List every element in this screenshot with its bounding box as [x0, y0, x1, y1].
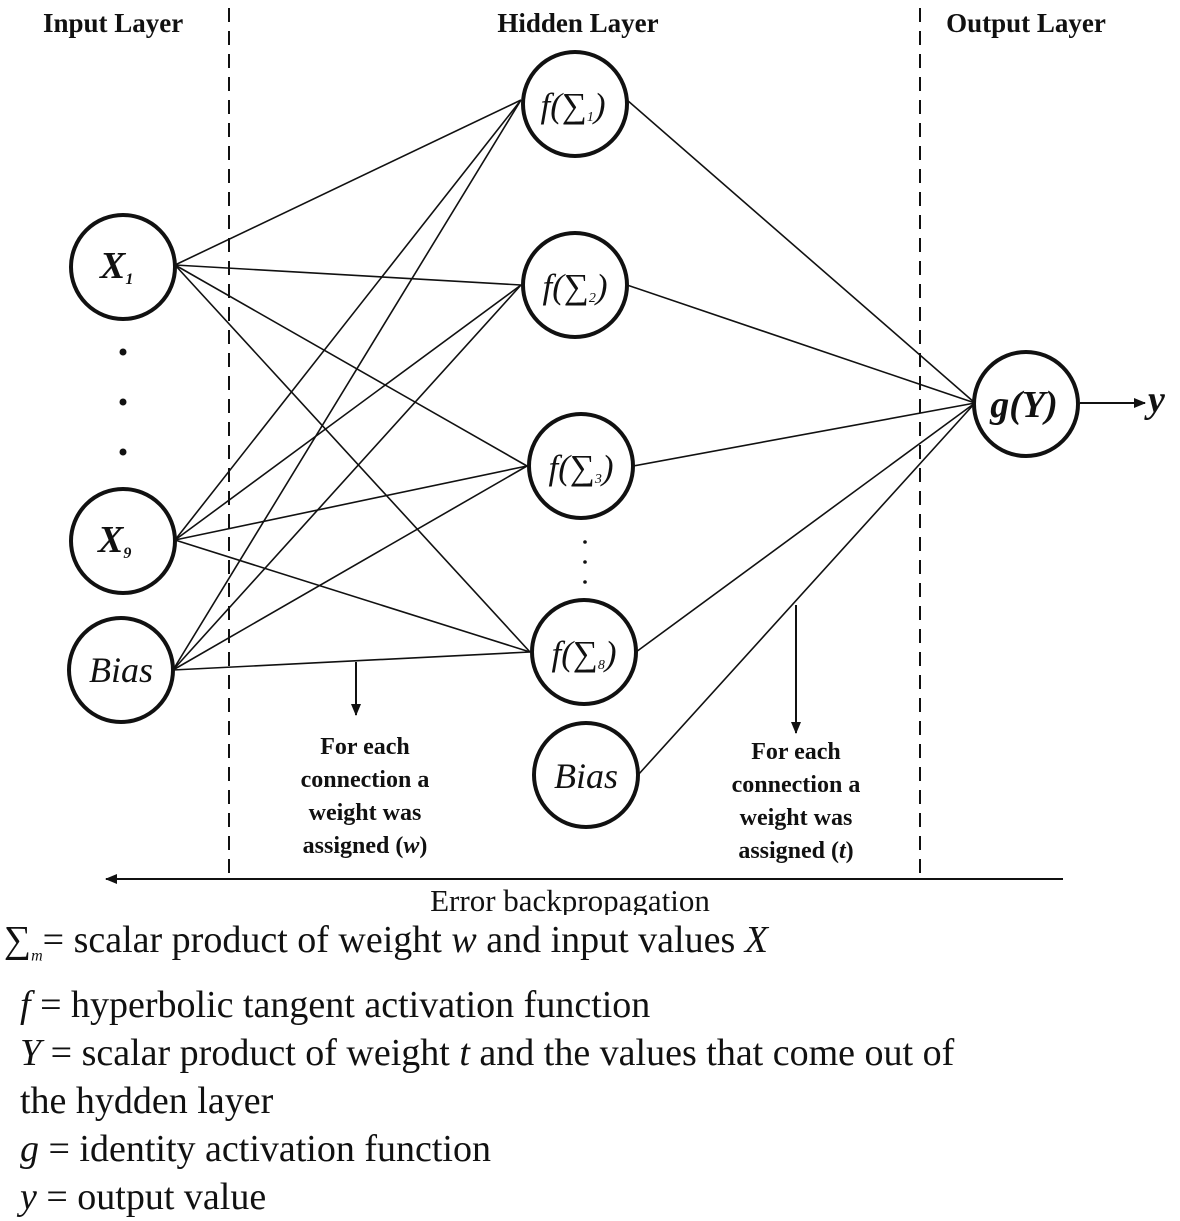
weight-w-note: For each connection a weight was assigne…	[301, 734, 430, 859]
hidden-layer-header: Hidden Layer	[497, 8, 658, 38]
h3-sigma: ∑	[570, 448, 595, 487]
x9-subscript: 9	[123, 545, 131, 562]
legend-sum-symbol: ∑	[4, 919, 32, 961]
hidden-node-2: f(∑2)	[521, 231, 629, 339]
h1-subscript: 1	[587, 110, 594, 125]
weight-t-note: For each connection a weight was assigne…	[732, 739, 861, 864]
svg-text:weight was: weight was	[740, 805, 853, 831]
input-node-x9: X9	[69, 487, 177, 595]
hidden-node-8: f(∑8)	[530, 598, 638, 706]
legend-Y-symbol: Y	[20, 1031, 42, 1074]
bias-input-label: Bias	[89, 650, 153, 690]
h2-suffix: )	[594, 267, 608, 306]
h8-suffix: )	[603, 634, 617, 673]
x1-subscript: 1	[125, 271, 133, 288]
input-node-x1: X1	[69, 213, 177, 321]
connection-hidden-2-output	[632, 402, 976, 467]
svg-text:assigned (t): assigned (t)	[738, 838, 853, 864]
svg-text:For each: For each	[751, 739, 841, 765]
h1-prefix: f(	[541, 86, 565, 125]
hidden-node-3: f(∑3)	[527, 412, 635, 520]
svg-text:X1: X1	[99, 245, 133, 288]
svg-text:connection a: connection a	[301, 767, 430, 793]
h1-suffix: )	[592, 86, 606, 125]
x9-symbol: X	[97, 519, 125, 561]
legend-line-y: y = output value	[20, 1175, 267, 1218]
connection-input-2-hidden-2	[172, 465, 528, 671]
input-layer-header: Input Layer	[43, 8, 183, 38]
connection-input-0-hidden-2	[174, 264, 528, 467]
legend-line-sum: ∑m= scalar product of weight w and input…	[4, 919, 768, 965]
connection-hidden-1-output	[626, 284, 976, 404]
legend-line-g: g = identity activation function	[20, 1127, 491, 1170]
legend-line-Y-cont: the hydden layer	[20, 1079, 274, 1122]
svg-text:weight was: weight was	[309, 800, 422, 826]
svg-text:f(∑3): f(∑3)	[549, 448, 614, 487]
legend-g-symbol: g	[20, 1127, 39, 1170]
svg-text:X9: X9	[97, 519, 131, 562]
legend-sum-subscript: m	[31, 947, 43, 965]
h2-sigma: ∑	[564, 267, 589, 306]
svg-text:assigned (w): assigned (w)	[303, 833, 428, 859]
h8-prefix: f(	[552, 634, 576, 673]
output-node: g(Y)	[972, 350, 1080, 458]
h3-prefix: f(	[549, 448, 573, 487]
connection-input-1-hidden-3	[174, 539, 531, 653]
ellipsis-dot	[119, 398, 127, 406]
connection-input-2-hidden-0	[172, 99, 522, 671]
legend-y-symbol: y	[20, 1175, 37, 1218]
hidden-node-bias: Bias	[532, 721, 640, 829]
h2-subscript: 2	[589, 291, 596, 306]
backprop-label: Error backpropagation	[430, 883, 710, 915]
legend-line-Y: Y = scalar product of weight t and the v…	[20, 1031, 955, 1074]
h2-prefix: f(	[543, 267, 567, 306]
connection-input-0-hidden-3	[174, 264, 531, 653]
legend: ∑m= scalar product of weight w and input…	[4, 916, 1174, 1221]
connections	[172, 99, 976, 776]
connection-input-0-hidden-1	[174, 264, 522, 286]
svg-text:connection a: connection a	[732, 772, 861, 798]
output-layer-header: Output Layer	[946, 8, 1106, 38]
ellipsis-dot	[583, 560, 587, 564]
connection-input-1-hidden-0	[174, 99, 522, 541]
legend-f-symbol: f	[20, 983, 31, 1026]
connection-input-2-hidden-3	[172, 651, 531, 671]
x1-symbol: X	[99, 245, 127, 287]
h8-subscript: 8	[598, 658, 605, 673]
neural-network-diagram: Input Layer Hidden Layer Output Layer X1…	[43, 8, 1165, 915]
connection-input-2-hidden-1	[172, 284, 522, 671]
svg-text:f(∑8): f(∑8)	[552, 634, 617, 673]
connection-input-0-hidden-0	[174, 99, 522, 266]
svg-text:f(∑2): f(∑2)	[543, 267, 608, 306]
svg-text:f(∑1): f(∑1)	[541, 86, 606, 125]
svg-text:For each: For each	[320, 734, 410, 760]
legend-line-f: f = hyperbolic tangent activation functi…	[20, 983, 651, 1026]
h3-suffix: )	[600, 448, 614, 487]
h8-sigma: ∑	[573, 634, 598, 673]
connection-input-1-hidden-1	[174, 284, 522, 541]
ellipsis-dot	[583, 580, 587, 584]
output-node-label: g(Y)	[989, 384, 1058, 426]
bias-hidden-label: Bias	[554, 756, 618, 796]
hidden-node-1: f(∑1)	[521, 50, 629, 158]
connection-input-1-hidden-2	[174, 465, 528, 541]
h3-subscript: 3	[594, 472, 602, 487]
ellipsis-dot	[119, 348, 127, 356]
input-node-bias: Bias	[67, 616, 175, 724]
output-y-label: y	[1144, 379, 1165, 421]
ellipsis-dot	[583, 540, 587, 544]
connection-hidden-4-output	[637, 402, 976, 776]
h1-sigma: ∑	[562, 86, 587, 125]
connection-hidden-0-output	[626, 99, 976, 404]
ellipsis-dot	[119, 448, 127, 456]
connection-hidden-3-output	[635, 402, 976, 653]
